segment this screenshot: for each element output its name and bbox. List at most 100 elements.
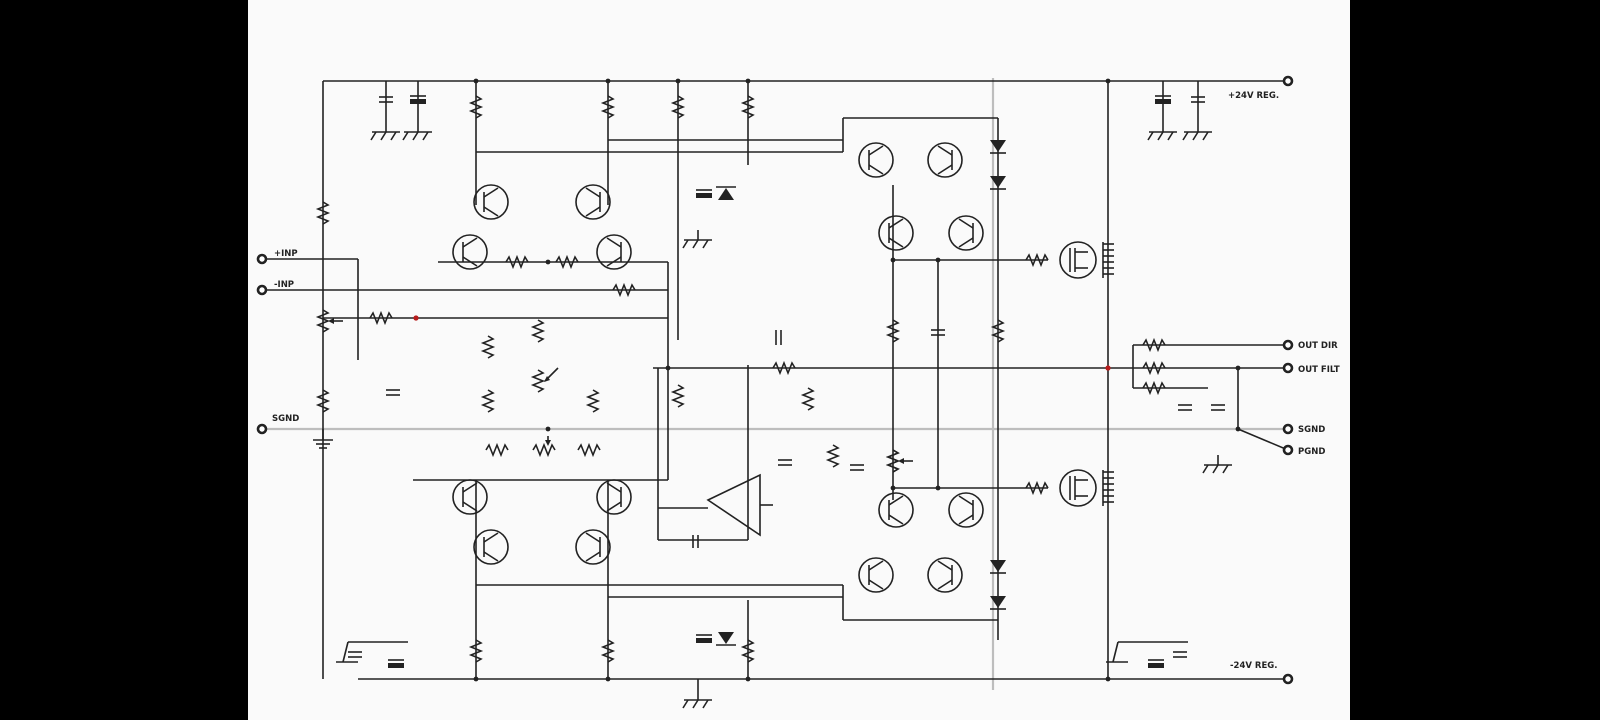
potentiometer: [545, 436, 551, 446]
output-mosfet: [1059, 469, 1114, 507]
resistor: [480, 389, 496, 413]
resistor: [825, 444, 841, 468]
potentiometer: [544, 367, 559, 382]
ground-symbol: [1182, 81, 1212, 141]
capacitor: [348, 651, 362, 658]
transistor: [596, 479, 632, 515]
junction-dot: [1105, 676, 1111, 682]
resistor: [480, 335, 496, 359]
ground-symbol: [682, 230, 712, 249]
junction-dot: [605, 676, 611, 682]
led: [990, 560, 1006, 574]
junction-dot: [545, 426, 551, 432]
label-sgnd-right: SGND: [1298, 425, 1325, 435]
resistor: [505, 254, 529, 270]
junction-dot: [1235, 365, 1241, 371]
terminal-inp-plus: [256, 253, 268, 265]
junction-dot: [1105, 78, 1111, 84]
ground-symbol: [402, 81, 432, 141]
terminal-v-neg: [1282, 673, 1294, 685]
capacitor: [379, 96, 393, 103]
ground-symbol: [1147, 81, 1177, 141]
led: [990, 176, 1006, 190]
resistor: [315, 389, 331, 413]
schematic-canvas: +INP -INP SGND +24V REG. -24V REG. OUT D…: [248, 0, 1350, 720]
terminal-sgnd-left: [256, 423, 268, 435]
label-sgnd-left: SGND: [272, 414, 299, 424]
junction-dot: [890, 257, 896, 263]
label-pgnd: PGND: [1298, 447, 1325, 457]
junction-dot: [665, 365, 671, 371]
label-out-dir: OUT DIR: [1298, 341, 1338, 351]
junction-dot: [473, 676, 479, 682]
ground-symbol: [1202, 455, 1232, 474]
ground-symbol: [336, 641, 408, 663]
terminal-inp-minus: [256, 284, 268, 296]
resistor: [740, 95, 756, 119]
servo-opamp: [706, 473, 773, 537]
capacitor: [778, 459, 792, 466]
resistor: [1025, 480, 1049, 496]
resistor: [369, 310, 393, 326]
transistor: [878, 492, 914, 528]
transistor: [452, 234, 488, 270]
resistor: [670, 384, 686, 408]
label-v-pos: +24V REG.: [1228, 91, 1279, 101]
input-node-marker: [413, 315, 419, 321]
junction-dot: [473, 78, 479, 84]
capacitor: [692, 535, 699, 548]
transistor: [948, 492, 984, 528]
transistor: [575, 529, 611, 565]
junction-dot: [935, 257, 941, 263]
transistor: [575, 184, 611, 220]
label-out-filt: OUT FILT: [1298, 365, 1340, 375]
resistor: [1025, 252, 1049, 268]
transistor: [452, 479, 488, 515]
resistor: [315, 201, 331, 225]
output-mosfet: [1059, 241, 1114, 279]
electrolytic-capacitor: [1148, 659, 1164, 668]
capacitor: [775, 330, 782, 345]
electrolytic-capacitor: [410, 95, 426, 104]
junction-dot: [745, 78, 751, 84]
transistor: [878, 215, 914, 251]
resistor: [600, 639, 616, 663]
resistor: [468, 639, 484, 663]
zener-diode: [716, 186, 736, 200]
resistor: [468, 95, 484, 119]
pgnd-link: [1237, 428, 1289, 451]
zener-diode: [716, 632, 736, 646]
resistor: [1142, 337, 1166, 353]
label-inp-minus: -INP: [274, 280, 294, 290]
resistor: [532, 442, 556, 458]
transistor: [473, 184, 509, 220]
electrolytic-capacitor: [696, 634, 712, 643]
transistor: [927, 142, 963, 178]
junction-dot: [605, 78, 611, 84]
terminal-pgnd: [1282, 444, 1294, 456]
resistor: [555, 254, 579, 270]
capacitor: [1178, 404, 1192, 411]
resistor: [530, 319, 546, 343]
resistor: [740, 639, 756, 663]
capacitor: [1173, 651, 1187, 658]
ground-symbol: [313, 429, 333, 449]
transistor: [927, 557, 963, 593]
ground-symbol: [682, 679, 712, 709]
junction-dot: [1235, 426, 1241, 432]
junction-dot: [890, 485, 896, 491]
ground-symbol: [370, 81, 400, 141]
resistor: [485, 442, 509, 458]
resistor: [600, 95, 616, 119]
resistor: [885, 319, 901, 343]
junction-dot: [935, 485, 941, 491]
terminal-v-pos: [1282, 75, 1294, 87]
resistor: [1142, 380, 1166, 396]
led: [990, 596, 1006, 610]
led: [990, 140, 1006, 154]
resistor: [612, 282, 636, 298]
potentiometer: [885, 449, 913, 473]
resistor: [577, 442, 601, 458]
ground-symbol: [1106, 641, 1188, 663]
resistor: [800, 387, 816, 411]
